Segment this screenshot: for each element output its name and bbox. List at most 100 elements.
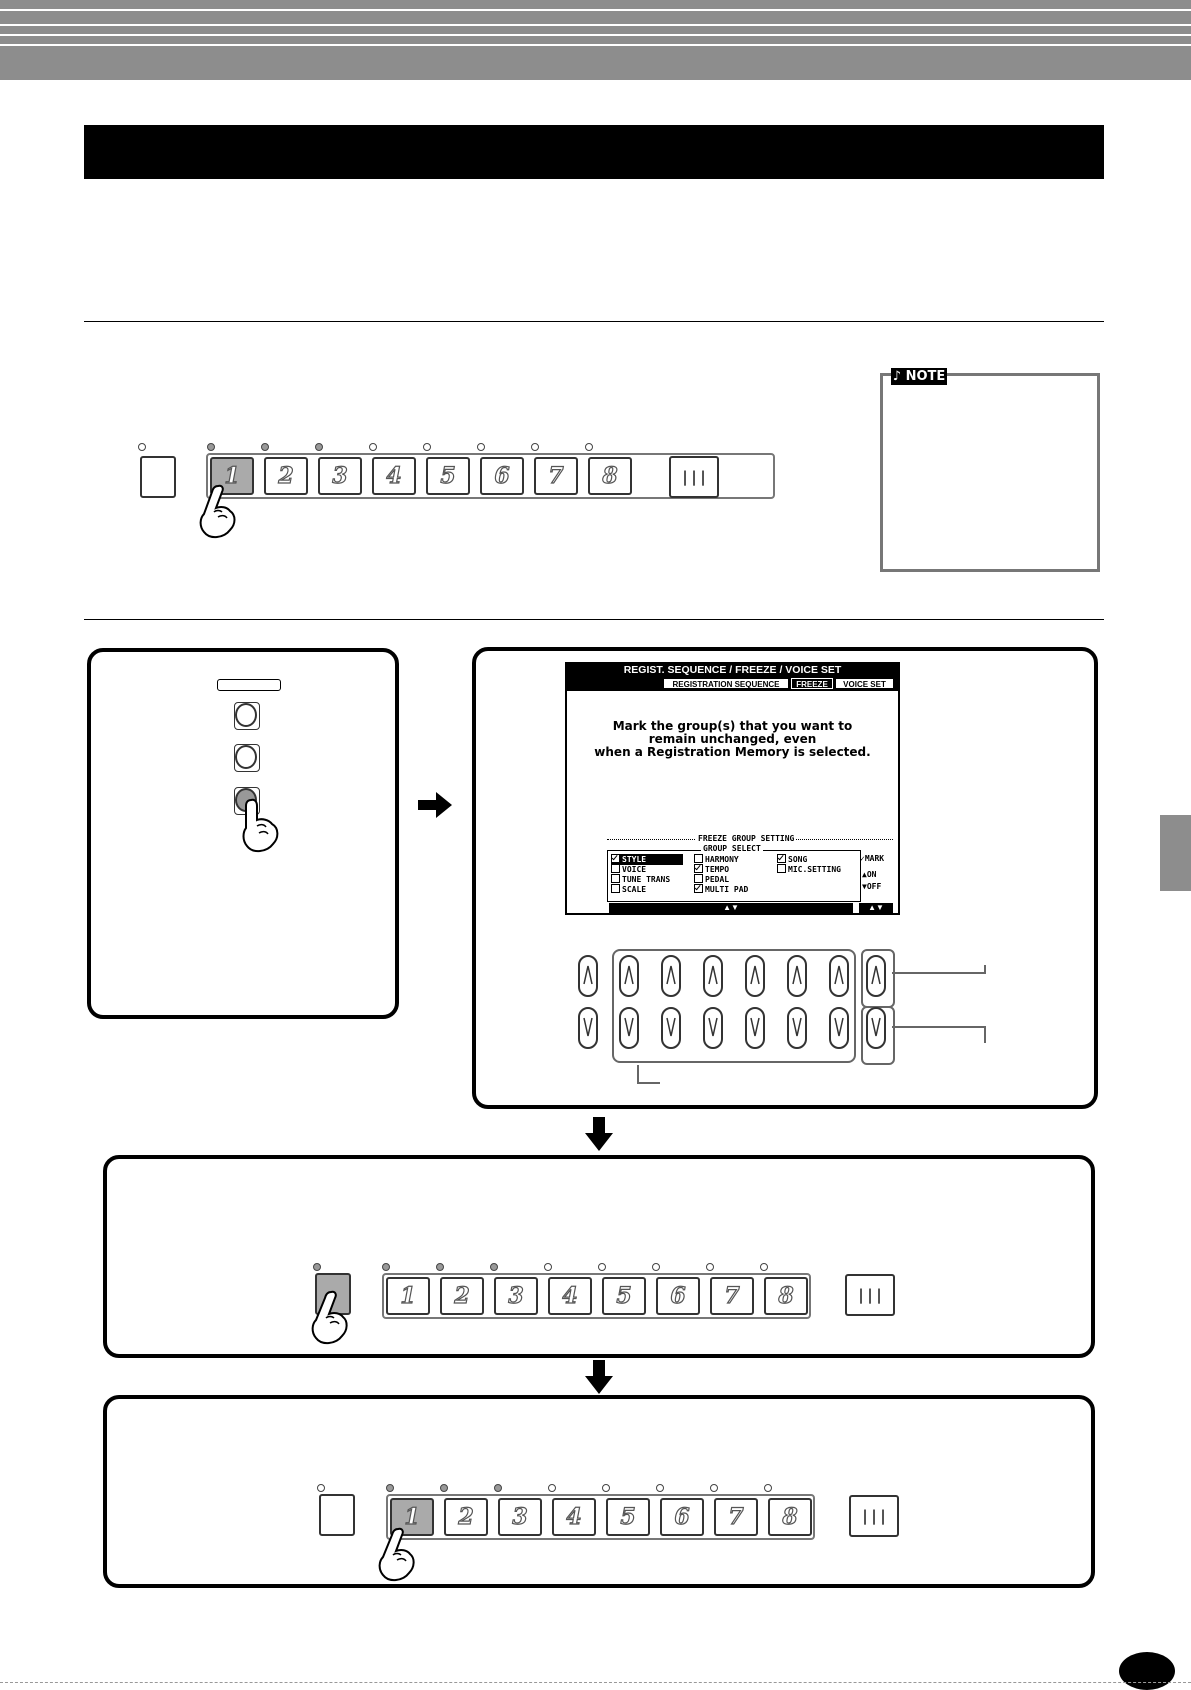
led: [544, 1263, 552, 1271]
callout-lines: [637, 965, 986, 1084]
page-arrows[interactable]: ▲▼: [859, 903, 893, 913]
chapter-tab: [1160, 815, 1191, 891]
scroll-bar[interactable]: ▲▼: [609, 903, 853, 913]
panel-button-2[interactable]: [235, 745, 257, 769]
group-tempo[interactable]: TEMPO: [694, 864, 729, 875]
bottom-edge: [0, 1682, 1191, 1685]
legend-on: ▲ON: [862, 870, 877, 879]
checkbox-icon: [694, 854, 703, 863]
group-scale[interactable]: SCALE: [611, 884, 646, 895]
step-panel-recall: [103, 1395, 1095, 1588]
checkbox-icon: [694, 864, 703, 873]
registration-button-7[interactable]: 7: [710, 1277, 754, 1315]
led: [261, 443, 269, 451]
led: [313, 1263, 321, 1271]
lcd-message: Mark the group(s) that you want to remai…: [567, 720, 898, 759]
group-multi-pad[interactable]: MULTI PAD: [694, 884, 748, 895]
registration-button-1[interactable]: 1: [386, 1277, 430, 1315]
led: [317, 1484, 325, 1492]
panel-button-1[interactable]: [235, 703, 257, 727]
tab-voice-set[interactable]: VOICE SET: [835, 678, 894, 689]
step-panel-left: [87, 648, 399, 1019]
registration-button-6[interactable]: 6: [660, 1498, 704, 1536]
registration-button-5[interactable]: 5: [602, 1277, 646, 1315]
tab-registration-sequence[interactable]: REGISTRATION SEQUENCE: [663, 678, 789, 689]
registration-memory-button[interactable]: |||: [845, 1274, 895, 1316]
led: [710, 1484, 718, 1492]
note-box: ♪ NOTE: [880, 368, 1100, 572]
registration-button-4[interactable]: 4: [548, 1277, 592, 1315]
registration-button-5[interactable]: 5: [606, 1498, 650, 1536]
registration-button-7[interactable]: 7: [714, 1498, 758, 1536]
registration-button-5[interactable]: 5: [426, 457, 470, 495]
registration-button-8[interactable]: 8: [764, 1277, 808, 1315]
registration-button-7[interactable]: 7: [534, 457, 578, 495]
registration-button-2[interactable]: 2: [444, 1498, 488, 1536]
led: [315, 443, 323, 451]
button-frame: [234, 702, 260, 730]
up-down-buttons[interactable]: [577, 954, 897, 1054]
registration-button-2[interactable]: 2: [264, 457, 308, 495]
registration-frame: [382, 1273, 811, 1319]
registration-button-6[interactable]: 6: [480, 457, 524, 495]
group-song[interactable]: SONG: [777, 854, 807, 865]
registration-memory-button[interactable]: |||: [669, 456, 719, 498]
step-panel-display: [472, 647, 1098, 1109]
registration-memory-button[interactable]: |||: [849, 1495, 899, 1537]
registration-button-3[interactable]: 3: [318, 457, 362, 495]
group-mic-setting[interactable]: MIC.SETTING: [777, 864, 841, 875]
group-style[interactable]: STYLE: [611, 854, 683, 865]
group-harmony[interactable]: HARMONY: [694, 854, 739, 865]
arrow-right-icon: [418, 792, 452, 818]
registration-button-6[interactable]: 6: [656, 1277, 700, 1315]
checkbox-icon: [611, 884, 620, 893]
checkbox-icon: [611, 874, 620, 883]
pointing-hand-icon: [311, 1290, 348, 1344]
message-line: remain unchanged, even: [648, 732, 817, 746]
button-frame: [234, 744, 260, 772]
checkbox-icon: [694, 874, 703, 883]
divider: [84, 619, 1104, 620]
led: [436, 1263, 444, 1271]
message-line: when a Registration Memory is selected.: [594, 745, 871, 759]
group-tune-trans[interactable]: TUNE TRANS: [611, 874, 670, 885]
registration-button-8[interactable]: 8: [588, 457, 632, 495]
registration-button-8[interactable]: 8: [768, 1498, 812, 1536]
led: [652, 1263, 660, 1271]
divider: [84, 321, 1104, 322]
lcd-tab-bar: REGISTRATION SEQUENCE FREEZE VOICE SET: [567, 677, 898, 691]
led: [531, 443, 539, 451]
led: [656, 1484, 664, 1492]
group-pedal[interactable]: PEDAL: [694, 874, 729, 885]
pointing-hand-icon: [378, 1527, 415, 1581]
led: [490, 1263, 498, 1271]
led: [764, 1484, 772, 1492]
registration-button-3[interactable]: 3: [498, 1498, 542, 1536]
group-voice[interactable]: VOICE: [611, 864, 646, 875]
registration-button-3[interactable]: 3: [494, 1277, 538, 1315]
down-frame: [861, 1006, 895, 1065]
checkbox-icon: [694, 884, 703, 893]
page-header-band: [0, 0, 1191, 80]
led: [423, 443, 431, 451]
registration-button-2[interactable]: 2: [440, 1277, 484, 1315]
tab-freeze[interactable]: FREEZE: [791, 678, 833, 689]
freeze-button[interactable]: [140, 456, 176, 498]
page-number-badge: [1119, 1652, 1175, 1690]
led: [598, 1263, 606, 1271]
led: [585, 443, 593, 451]
registration-frame: [206, 453, 775, 499]
group-select-label: GROUP SELECT: [701, 844, 763, 854]
led: [548, 1484, 556, 1492]
led: [706, 1263, 714, 1271]
freeze-group-setting-label: FREEZE GROUP SETTING: [696, 834, 797, 844]
registration-button-4[interactable]: 4: [372, 457, 416, 495]
pointing-hand-icon: [199, 484, 236, 538]
legend-off: ▼OFF: [862, 882, 882, 891]
registration-button-4[interactable]: 4: [552, 1498, 596, 1536]
freeze-button[interactable]: [319, 1494, 355, 1536]
led: [207, 443, 215, 451]
led: [477, 443, 485, 451]
button-group-frame: [612, 949, 856, 1063]
arrow-down-icon: [585, 1360, 613, 1394]
